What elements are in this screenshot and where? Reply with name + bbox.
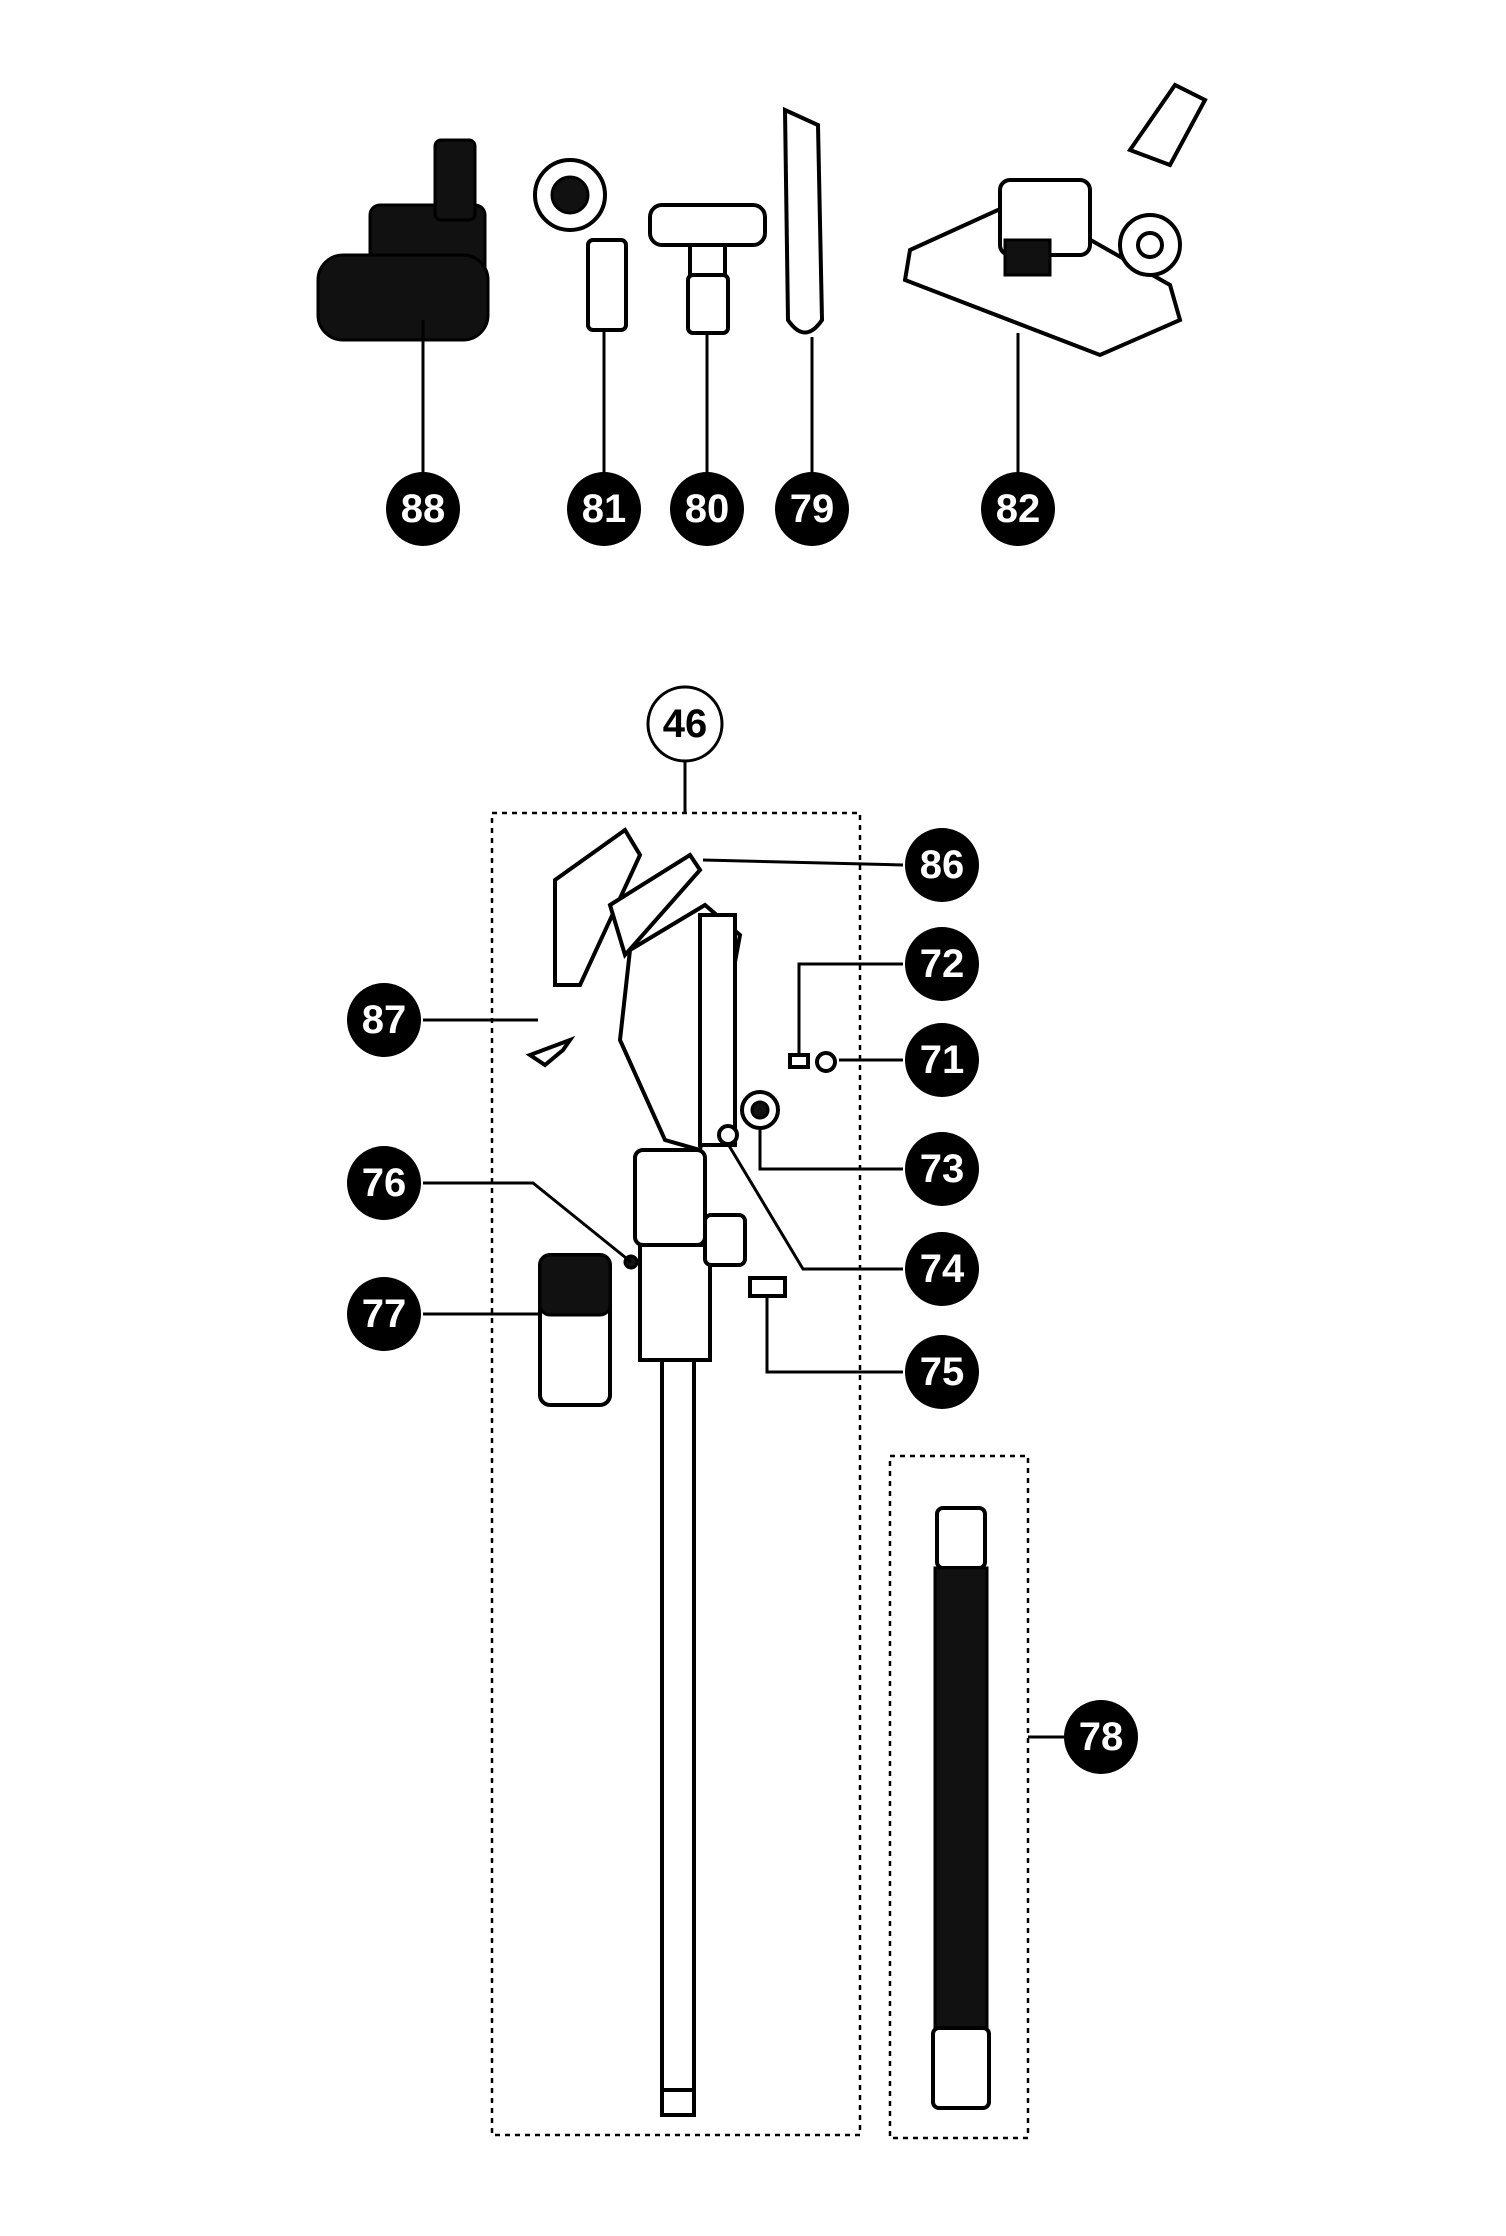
svg-text:88: 88 — [401, 487, 446, 531]
svg-text:71: 71 — [920, 1038, 965, 1082]
callout-76: 76 — [347, 1146, 421, 1220]
callout-74: 74 — [905, 1232, 979, 1306]
svg-text:72: 72 — [920, 942, 965, 986]
svg-text:74: 74 — [920, 1247, 965, 1291]
callout-81: 81 — [567, 472, 641, 546]
assembly-46-box — [490, 811, 862, 2137]
part-72-pin — [788, 1053, 810, 1069]
callout-46: 46 — [646, 685, 724, 763]
callout-78: 78 — [1064, 1700, 1138, 1774]
callout-80: 80 — [670, 472, 744, 546]
leader-75 — [765, 1296, 903, 1374]
part-82-floor-tool — [902, 82, 1208, 358]
svg-text:79: 79 — [790, 487, 835, 531]
svg-text:46: 46 — [663, 702, 708, 746]
svg-text:78: 78 — [1079, 1715, 1124, 1759]
part-81-dusting-brush — [533, 158, 628, 332]
svg-text:82: 82 — [996, 487, 1041, 531]
part-74-washer — [717, 1124, 739, 1146]
part-80-stubborn-dirt-brush — [648, 203, 767, 335]
svg-text:80: 80 — [685, 487, 730, 531]
leader-72 — [797, 962, 903, 1055]
leader-76 — [423, 1181, 632, 1264]
part-78-hose — [931, 1506, 991, 2110]
callout-79: 79 — [775, 472, 849, 546]
leader-74 — [726, 1143, 903, 1271]
callout-87: 87 — [347, 983, 421, 1057]
callout-73: 73 — [905, 1132, 979, 1206]
part-88-mini-turbo-tool — [316, 138, 490, 342]
svg-text:86: 86 — [920, 843, 965, 887]
svg-text:73: 73 — [920, 1147, 965, 1191]
callout-75: 75 — [905, 1335, 979, 1409]
leader-86 — [702, 858, 904, 867]
part-75-latch — [748, 1276, 787, 1298]
callout-88: 88 — [386, 472, 460, 546]
leader-73 — [758, 1128, 903, 1171]
callout-71: 71 — [905, 1023, 979, 1097]
svg-text:76: 76 — [362, 1161, 407, 1205]
part-79-crevice-tool — [782, 106, 825, 335]
part-73-knob — [740, 1090, 780, 1130]
svg-text:81: 81 — [582, 487, 627, 531]
part-87-clip — [525, 1035, 576, 1068]
wand-handle-assembly — [553, 827, 747, 2117]
part-77-cuff — [538, 1253, 612, 1407]
svg-text:75: 75 — [920, 1350, 965, 1394]
callout-86: 86 — [905, 828, 979, 902]
svg-text:77: 77 — [362, 1292, 407, 1336]
callout-72: 72 — [905, 927, 979, 1001]
callout-77: 77 — [347, 1277, 421, 1351]
callout-82: 82 — [981, 472, 1055, 546]
part-71-ring — [815, 1051, 837, 1073]
svg-text:87: 87 — [362, 998, 407, 1042]
